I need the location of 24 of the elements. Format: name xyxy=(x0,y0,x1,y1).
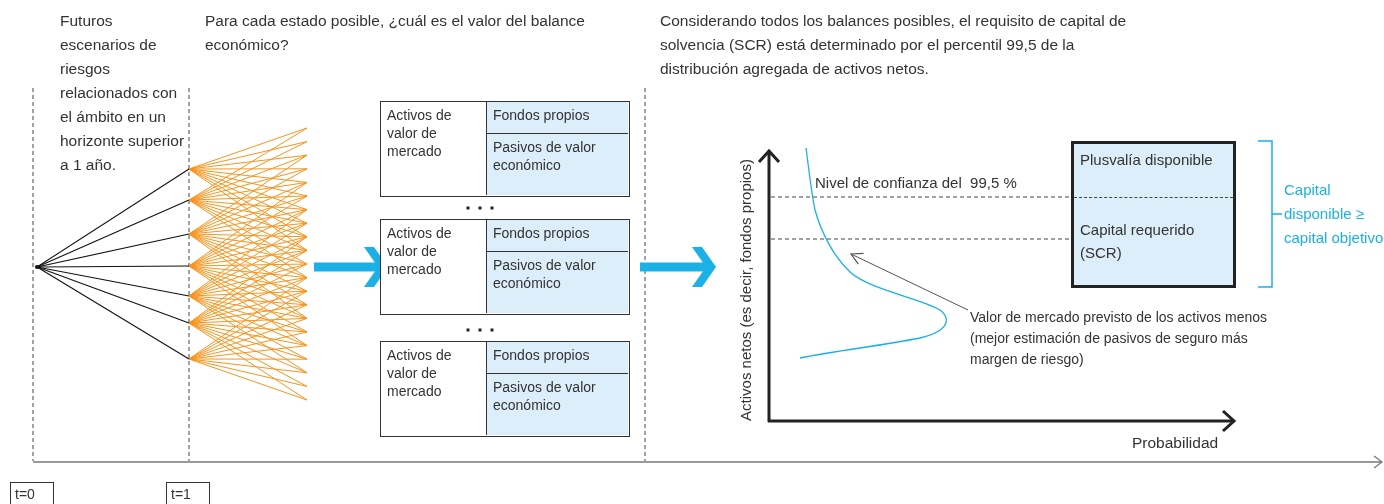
scenario-tree-drawing xyxy=(35,127,308,401)
liabilities-cell: Pasivos de valor económico xyxy=(486,251,628,313)
axis-label: Activos netos (es decir, fondos propios) xyxy=(736,159,754,421)
balance-sheet-table xyxy=(380,341,630,437)
equity-cell: Fondos propios xyxy=(486,102,628,133)
equity-cell: Fondos propios xyxy=(486,220,628,251)
heading-text: Considerando todos los balances posibles, el requisito de capital de solvencia (SCR) está determinado por el percentil 99,5 de la distribución agregada de activos netos. xyxy=(660,11,1128,79)
balance-sheet-table xyxy=(380,101,630,197)
balance-sheet-table xyxy=(380,219,630,315)
capital-box xyxy=(1071,141,1236,288)
heading-text: Para cada estado posible, ¿cuál es el valor del balance económico? xyxy=(205,11,586,55)
leader-arrow xyxy=(849,252,969,311)
time-label: t=0 xyxy=(10,482,54,504)
liabilities-cell: Pasivos de valor económico xyxy=(486,133,628,195)
surplus-label: Plusvalía disponible xyxy=(1080,150,1214,170)
axis-label: Probabilidad xyxy=(1132,433,1220,453)
time-label: t=1 xyxy=(166,482,210,504)
liabilities-cell: Pasivos de valor económico xyxy=(486,373,628,435)
equity-cell: Fondos propios xyxy=(486,342,628,373)
required-capital-label: Capital requerido (SCR) xyxy=(1080,220,1196,263)
confidence-level-label: Nivel de confianza del 99,5 % xyxy=(815,173,1018,193)
description-text: Futuros escenarios de riesgos relacionados con el ámbito en un horizonte superior a 1 año. xyxy=(60,11,186,175)
annotation-text: Valor de mercado previsto de los activos menos (mejor estimación de pasivos de seguro más margen de riesgo) xyxy=(970,307,1290,370)
bracket-label: Capital disponible ≥ capital objetivo xyxy=(1284,180,1384,248)
